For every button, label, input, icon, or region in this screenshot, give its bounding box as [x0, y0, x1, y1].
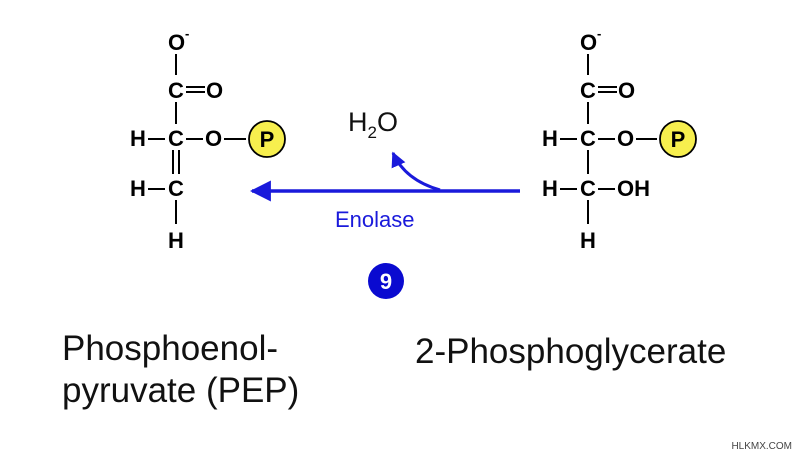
water-label: H2O: [348, 107, 398, 142]
pep-name-line2: pyruvate (PEP): [62, 371, 300, 410]
pep-h3: H: [130, 176, 146, 201]
pg2-c3: C: [580, 176, 596, 201]
pg2-o-top: O: [580, 30, 597, 55]
pg2-name: 2-Phosphoglycerate: [415, 332, 727, 371]
pep-structure: O - C O H C O P H C H: [130, 26, 286, 253]
step-badge: [368, 263, 404, 299]
enzyme-label: Enolase: [335, 207, 415, 232]
water-release-arrow: [391, 151, 441, 192]
pg2-structure: O - C O H C O P H C OH H: [542, 26, 697, 253]
pg2-phosphate-label: P: [671, 127, 686, 152]
pep-c2: C: [168, 126, 184, 151]
pep-c1: C: [168, 78, 184, 103]
pep-phosphate-circle: [248, 120, 286, 158]
pep-h-bottom: H: [168, 228, 184, 253]
pg2-c1: C: [580, 78, 596, 103]
pep-name: Phosphoenol- pyruvate (PEP): [62, 328, 299, 412]
pep-name-line1: Phosphoenol-: [62, 329, 278, 368]
pg2-oh: OH: [617, 176, 650, 201]
pg2-h-bottom: H: [580, 228, 596, 253]
pep-c3: C: [168, 176, 184, 201]
pg2-h2: H: [542, 126, 558, 151]
watermark: HLKMX.COM: [731, 441, 792, 452]
pg2-phosphate-circle: [659, 120, 697, 158]
pep-o-ester: O: [205, 126, 222, 151]
step-number: 9: [380, 269, 392, 294]
pep-phosphate-label: P: [260, 127, 275, 152]
pg2-o-ester: O: [617, 126, 634, 151]
pep-o-charge: -: [185, 26, 189, 41]
pg2-o-charge: -: [597, 26, 601, 41]
reaction-arrow-group: H2O Enolase 9: [249, 107, 520, 299]
pep-o-carbonyl: O: [206, 78, 223, 103]
pg2-o-carbonyl: O: [618, 78, 635, 103]
pg2-c2: C: [580, 126, 596, 151]
pg2-h3: H: [542, 176, 558, 201]
pep-h2: H: [130, 126, 146, 151]
pep-o-top: O: [168, 30, 185, 55]
